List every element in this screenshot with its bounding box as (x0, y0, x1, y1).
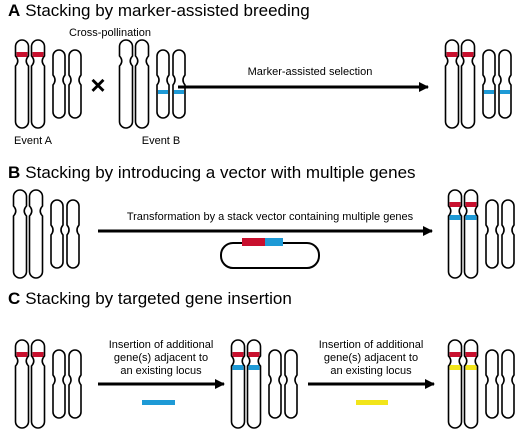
insertion-step2-line1: Insertion of additional (318, 339, 424, 351)
chromosome-large (28, 189, 44, 279)
chromosome-small (501, 349, 515, 419)
insertion-step1-line1: Insertion of additional (108, 339, 214, 351)
transformation-label: Transformation by a stack vector contain… (126, 211, 414, 223)
chromosome-small (501, 199, 515, 269)
marker-band (465, 202, 477, 207)
vector-red-gene (242, 238, 265, 246)
vector-plasmid (220, 242, 320, 269)
marker-band (32, 52, 44, 57)
chromosome-small (156, 49, 170, 119)
marker-band (449, 365, 461, 370)
panel-a-letter: A (8, 1, 21, 20)
chromosome-large (12, 189, 28, 279)
marker-band (465, 215, 477, 220)
cross-symbol: × (90, 70, 106, 100)
chromosome-small (52, 49, 66, 119)
marker-band (465, 365, 477, 370)
chromosome-large (30, 339, 46, 429)
marker-band (500, 90, 510, 94)
insertion-step2-line3: an existing locus (330, 365, 412, 377)
panel-c-letter: C (8, 289, 21, 308)
chromosome-large (30, 39, 46, 129)
insertion-step2-line2: gene(s) adjacent to (323, 352, 419, 364)
chromosome-small (66, 199, 80, 269)
panel-b-title: Stacking by introducing a vector with mu… (25, 163, 416, 182)
marker-band (462, 52, 474, 57)
chromosome-large (134, 39, 150, 129)
chromosome-large (447, 189, 463, 279)
insertion-step1-label: Insertion of additional gene(s) adjacent… (96, 339, 226, 378)
marker-band (248, 365, 260, 370)
event-b-label: Event B (141, 135, 181, 147)
marker-band (449, 202, 461, 207)
chromosome-small (68, 49, 82, 119)
chromosome-small (485, 349, 499, 419)
chromosome-large (230, 339, 246, 429)
vector-blue-gene (265, 238, 283, 246)
insertion-step1-line3: an existing locus (120, 365, 202, 377)
marker-assisted-selection-label: Marker-assisted selection (247, 66, 373, 78)
marker-band (484, 90, 494, 94)
chromosome-small (50, 199, 64, 269)
chromosome-small (68, 349, 82, 419)
chromosome-large (460, 39, 476, 129)
chromosome-large (463, 189, 479, 279)
marker-band (32, 352, 44, 357)
marker-band (446, 52, 458, 57)
chromosome-large (447, 339, 463, 429)
marker-band (465, 352, 477, 357)
panel-c-title: Stacking by targeted gene insertion (25, 289, 292, 308)
marker-band (16, 52, 28, 57)
marker-band (158, 90, 168, 94)
insertion-step1-line2: gene(s) adjacent to (113, 352, 209, 364)
marker-band (248, 352, 260, 357)
chromosome-small (485, 199, 499, 269)
chromosome-large (444, 39, 460, 129)
insert-yellow-gene (356, 400, 388, 405)
marker-band (449, 352, 461, 357)
chromosome-small (52, 349, 66, 419)
insertion-step2-label: Insertion of additional gene(s) adjacent… (306, 339, 436, 378)
chromosome-small (284, 349, 298, 419)
panel-a-title: Stacking by marker-assisted breeding (25, 1, 310, 20)
marker-band (174, 90, 184, 94)
insert-blue-gene (142, 400, 175, 405)
chromosome-large (246, 339, 262, 429)
chromosome-large (14, 39, 30, 129)
chromosome-small (172, 49, 186, 119)
event-a-label: Event A (14, 135, 52, 147)
chromosome-small (482, 49, 496, 119)
chromosome-small (498, 49, 512, 119)
marker-band (16, 352, 28, 357)
marker-band (232, 365, 244, 370)
chromosome-small (268, 349, 282, 419)
chromosome-large (14, 339, 30, 429)
cross-pollination-label: Cross-pollination (69, 27, 151, 39)
marker-band (232, 352, 244, 357)
marker-band (449, 215, 461, 220)
chromosome-large (118, 39, 134, 129)
chromosome-large (463, 339, 479, 429)
panel-b-letter: B (8, 163, 21, 182)
